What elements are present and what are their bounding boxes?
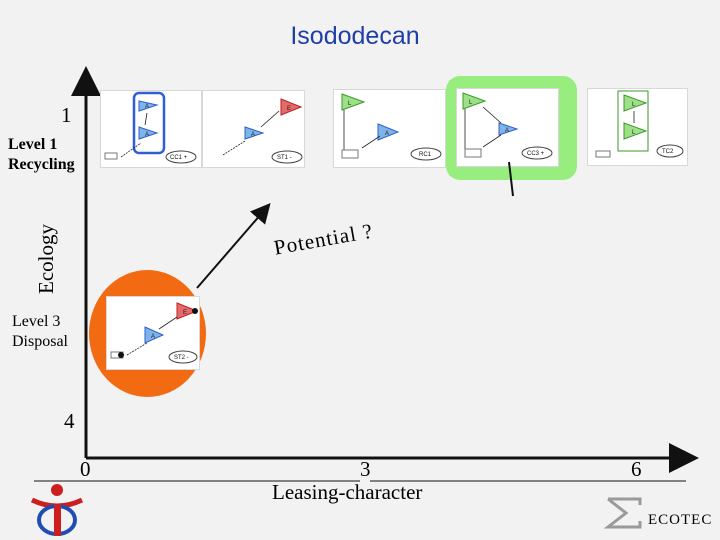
y-tick-bottom: 4	[64, 409, 75, 433]
panel-tc2-diagram: L L TC2	[595, 90, 684, 158]
panel-cc1-tag: CC1 +	[170, 155, 188, 161]
slide-title: Isododecan	[290, 22, 420, 50]
svg-text:L: L	[632, 130, 636, 136]
svg-text:E: E	[287, 106, 291, 112]
cc3-pointer	[508, 161, 514, 197]
x-tick-mid: 3	[360, 457, 371, 481]
panel-st1-tag: ST1 -	[277, 155, 292, 161]
sigma-logo-icon	[604, 497, 642, 529]
x-tick-left: 0	[80, 457, 91, 481]
panel-cc3-tag: CC3 +	[527, 151, 545, 157]
panel-rc1-tag: RC1	[419, 152, 432, 158]
panel-st2-tag: ST2 -	[174, 355, 189, 361]
panel-st1-diagram: E A ST1 -	[222, 98, 303, 164]
panel-rc1-diagram: L A RC1	[341, 93, 442, 161]
ecotec-figure-logo-icon	[30, 484, 84, 536]
panel-st2: E A ST2 -	[106, 296, 200, 370]
node-a-label: A	[145, 104, 149, 110]
level1-line1: Level 1	[8, 136, 58, 153]
panel-cc3-diagram: L A CC3 +	[462, 92, 553, 160]
panel-st2-diagram: E A ST2 -	[110, 302, 199, 364]
level1-line2: Recycling	[8, 156, 75, 173]
y-tick-top: 1	[61, 103, 72, 127]
panel-tc2: L L TC2	[587, 88, 688, 166]
potential-arrow	[196, 202, 271, 289]
svg-text:A: A	[251, 132, 255, 138]
ecotec-logo-text: ECOTEC	[648, 512, 713, 528]
svg-text:A: A	[385, 131, 389, 137]
panel-rc1: L A RC1	[333, 89, 446, 168]
svg-text:A: A	[151, 334, 155, 340]
panel-cc3: L A CC3 +	[456, 88, 559, 167]
svg-text:L: L	[632, 102, 636, 108]
x-axis-label: Leasing-character	[272, 480, 423, 504]
svg-text:L: L	[348, 101, 352, 107]
level3-line2: Disposal	[12, 333, 68, 350]
svg-text:A: A	[505, 128, 509, 134]
panel-st1: E A ST1 -	[202, 90, 305, 168]
panel-cc1: A A CC1 +	[100, 90, 202, 168]
panel-tc2-tag: TC2	[662, 149, 674, 155]
svg-text:A: A	[145, 132, 149, 138]
level3-label: Level 3 Disposal	[12, 312, 68, 352]
level3-line1: Level 3	[12, 313, 61, 330]
level1-label: Level 1 Recycling	[8, 135, 75, 175]
svg-text:E: E	[183, 310, 187, 316]
x-tick-right: 6	[631, 457, 642, 481]
panel-cc1-diagram: A A CC1 +	[104, 91, 197, 164]
svg-text:L: L	[469, 100, 473, 106]
